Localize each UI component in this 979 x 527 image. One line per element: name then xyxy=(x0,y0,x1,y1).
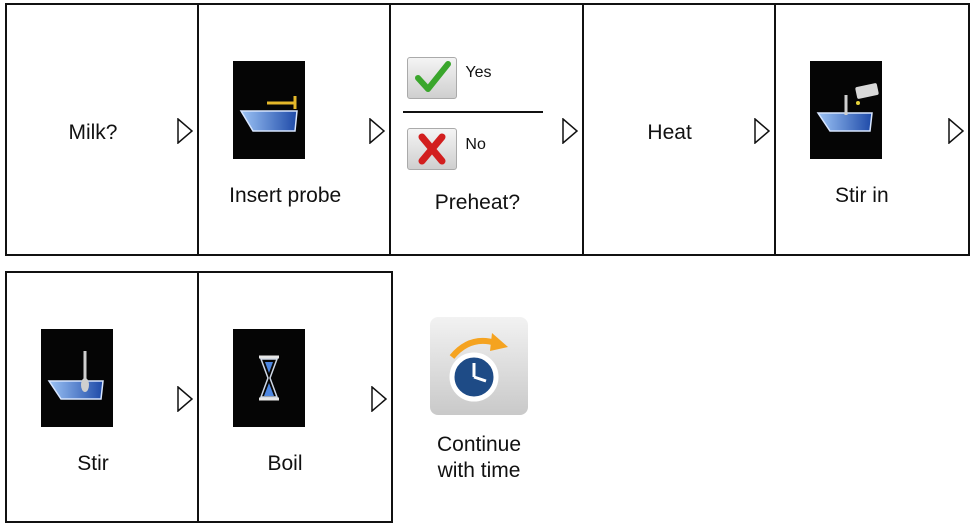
program-steps-row-1: Milk? Insert probe Yes No xyxy=(5,3,970,256)
step-milk[interactable]: Milk? xyxy=(7,5,200,254)
pour-icon xyxy=(809,61,882,159)
yes-label: Yes xyxy=(465,64,492,81)
step-heat[interactable]: Heat xyxy=(584,5,776,254)
step-label: Stir xyxy=(77,452,109,475)
step-label: Heat xyxy=(647,121,692,144)
yes-button[interactable] xyxy=(407,57,458,99)
no-button[interactable] xyxy=(407,128,458,170)
next-arrow-icon xyxy=(948,118,964,144)
program-steps-row-2: Stir Boil xyxy=(5,271,393,523)
spoon-icon xyxy=(41,329,113,427)
next-arrow-icon xyxy=(561,118,578,144)
next-arrow-icon xyxy=(371,386,387,412)
continue-with-time-button[interactable] xyxy=(430,317,528,415)
step-preheat[interactable]: Yes No Preheat? xyxy=(391,5,584,254)
cross-icon xyxy=(418,133,446,165)
no-label: No xyxy=(465,136,486,153)
step-boil[interactable]: Boil xyxy=(199,271,393,523)
clock-arrow-icon xyxy=(449,333,508,402)
step-label: Milk? xyxy=(68,121,118,144)
next-arrow-icon xyxy=(177,118,194,144)
next-arrow-icon xyxy=(369,118,386,144)
step-label: Stir in xyxy=(834,184,889,207)
hourglass-icon xyxy=(233,329,305,427)
checkmark-icon xyxy=(415,61,452,92)
continue-label-line1: Continue xyxy=(436,433,522,456)
continue-label-line2: with time xyxy=(437,459,521,482)
next-arrow-icon xyxy=(754,118,770,144)
option-divider xyxy=(403,111,544,113)
step-insert-probe[interactable]: Insert probe xyxy=(199,5,392,254)
probe-icon xyxy=(233,61,306,159)
step-stir[interactable]: Stir xyxy=(5,271,199,523)
step-label: Boil xyxy=(267,452,303,475)
continue-label: Continue with time xyxy=(400,432,558,484)
step-label: Insert probe xyxy=(229,184,342,207)
step-label: Preheat? xyxy=(434,191,521,214)
next-arrow-icon xyxy=(177,386,193,412)
step-stir-in[interactable]: Stir in xyxy=(776,5,968,254)
